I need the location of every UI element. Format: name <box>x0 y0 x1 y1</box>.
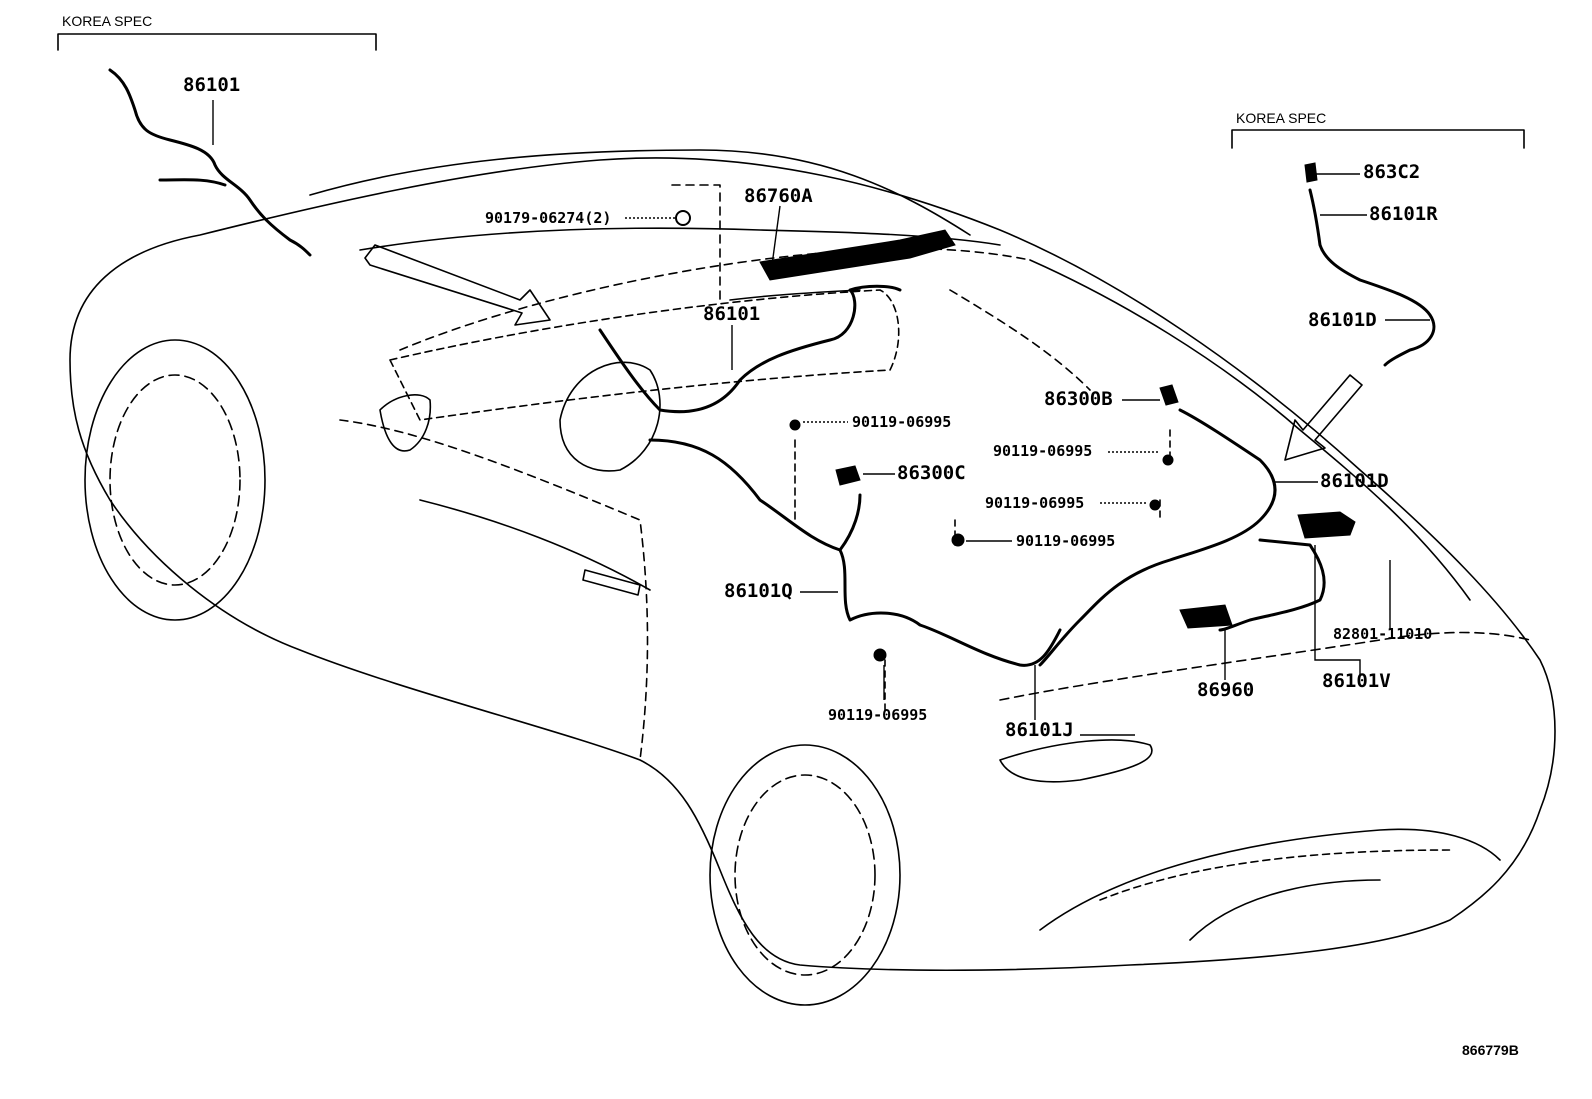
callout-86760A: 86760A <box>744 185 813 207</box>
callout-86101Q: 86101Q <box>724 580 793 602</box>
door-handle <box>582 569 641 596</box>
part-86300C <box>835 465 861 486</box>
callout-86101R: 86101R <box>1369 203 1438 225</box>
bolt-b <box>1162 454 1174 466</box>
steering-wheel <box>559 361 661 472</box>
harness-86101D-korea <box>1308 188 1436 367</box>
part-90179-clip <box>675 210 691 226</box>
harness-86101-main <box>598 284 902 414</box>
side-mirror <box>379 394 432 452</box>
document-number: 866779B <box>1462 1042 1519 1058</box>
bolt-e <box>873 648 887 662</box>
right-arrow <box>1284 374 1363 461</box>
bolt-d <box>951 533 965 547</box>
harness-86101V <box>1218 538 1326 632</box>
left-arrow <box>364 244 551 326</box>
callout-82801-11010: 82801-11010 <box>1333 625 1433 643</box>
callout-86101J: 86101J <box>1005 719 1074 741</box>
right-spec-bracket <box>1231 129 1525 149</box>
harness-86101Q <box>648 438 1062 667</box>
harness-86101-korea <box>108 68 312 257</box>
car-body-outline <box>69 157 1556 972</box>
rear-wheel <box>84 339 266 621</box>
callout-90179-06274: 90179-06274(2) <box>485 209 612 227</box>
part-863C2 <box>1304 162 1318 183</box>
part-86960 <box>1179 604 1233 629</box>
callout-86300C: 86300C <box>897 462 966 484</box>
door-outline <box>339 419 649 761</box>
bolt-a <box>789 419 801 431</box>
callout-863C2: 863C2 <box>1363 161 1421 183</box>
callout-90119-06995-b: 90119-06995 <box>993 442 1093 460</box>
callout-90119-06995-c: 90119-06995 <box>985 494 1085 512</box>
part-86300B <box>1159 384 1179 406</box>
roof-line <box>309 149 971 236</box>
callout-86300B: 86300B <box>1044 388 1113 410</box>
callout-90119-06995-d: 90119-06995 <box>1016 532 1116 550</box>
left-spec-bracket <box>57 33 377 51</box>
right-spec-label: KOREA SPEC <box>1236 110 1327 126</box>
front-wheel <box>709 744 901 1006</box>
callout-90119-06995-e: 90119-06995 <box>828 706 928 724</box>
bolt-c <box>1149 499 1161 511</box>
part-86760A <box>759 229 956 281</box>
hood-line <box>1029 259 1471 601</box>
callout-86101D-korea: 86101D <box>1308 309 1377 331</box>
headlight-outline <box>999 739 1153 783</box>
harness-86101D <box>1038 408 1277 667</box>
callout-86101-mid: 86101 <box>703 303 761 325</box>
callout-86101-top: 86101 <box>183 74 241 96</box>
part-82801-11010 <box>1297 511 1356 539</box>
callout-86960: 86960 <box>1197 679 1255 701</box>
left-spec-label: KOREA SPEC <box>62 13 153 29</box>
callout-86101V: 86101V <box>1322 670 1391 692</box>
callout-90119-06995-a: 90119-06995 <box>852 413 952 431</box>
callout-86101D: 86101D <box>1320 470 1389 492</box>
